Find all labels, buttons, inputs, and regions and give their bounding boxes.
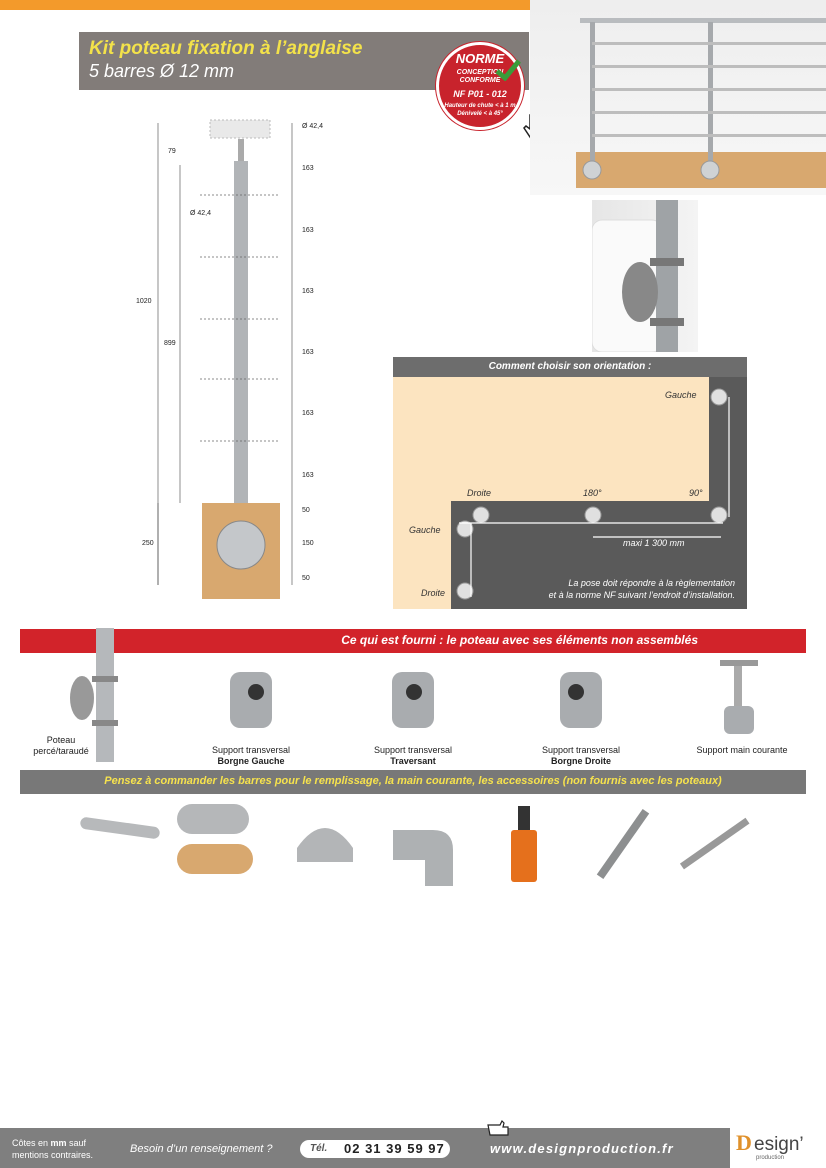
- item-support-droite-l2: Borgne Droite: [550, 756, 611, 766]
- brand-sub: production: [756, 1155, 785, 1161]
- dim-total: 1020: [136, 298, 152, 305]
- dim-r1: 163: [302, 165, 314, 172]
- label-gauche-left: Gauche: [409, 525, 441, 535]
- dim-r3: 163: [302, 288, 314, 295]
- dim-top: 79: [168, 148, 176, 155]
- phone-number: 02 31 39 59 97: [344, 1141, 445, 1156]
- dim-tube: Ø 42,4: [190, 210, 212, 217]
- website-link[interactable]: www.designproduction.fr: [490, 1141, 674, 1156]
- page-title: Kit poteau fixation à l’anglaise: [89, 38, 363, 59]
- brand-logo: D esign’ production: [730, 1128, 826, 1168]
- item-support-main-courante-l1: Support main courante: [696, 745, 788, 755]
- item-support-main-courante: Support main courante: [682, 745, 802, 756]
- item-poteau: Poteau percé/taraudé: [16, 735, 106, 757]
- badge-code: NF P01 - 012: [453, 89, 507, 99]
- order-heading: Pensez à commander les barres pour le re…: [104, 775, 722, 787]
- sand-area-left: [393, 501, 451, 609]
- item-support-gauche-l1: Support transversal: [211, 745, 291, 755]
- brand-d-letter: D: [736, 1130, 752, 1155]
- badge-top: NORME: [455, 51, 505, 66]
- orientation-note1: La pose doit répondre à la règlementatio…: [568, 578, 735, 588]
- fixing-illustration: [591, 200, 684, 353]
- accessories-illustration: [80, 804, 750, 886]
- label-gauche-top: Gauche: [665, 390, 697, 400]
- orientation-heading: Comment choisir son orientation :: [393, 357, 747, 377]
- dim-r5: 163: [302, 410, 314, 417]
- dim-r9: 50: [302, 575, 310, 582]
- check-icon: [495, 59, 521, 81]
- label-droite-left: Droite: [421, 588, 446, 598]
- dim-r2: 163: [302, 227, 314, 234]
- dim-r0: Ø 42,4: [302, 123, 324, 130]
- orientation-panel: Comment choisir son orientation : Gauche…: [393, 357, 747, 609]
- item-support-traversant: Support transversal Traversant: [358, 745, 468, 767]
- supplied-heading: Ce qui est fourni : le poteau avec ses é…: [341, 633, 698, 647]
- post-drawing: [157, 119, 293, 599]
- dim-post: 899: [164, 340, 176, 347]
- post-thumbnail: [66, 628, 126, 762]
- railing-illustration: [576, 18, 826, 188]
- item-support-traversant-l1: Support transversal: [373, 745, 453, 755]
- top-accent-bar: [0, 0, 826, 10]
- order-heading-bar: Pensez à commander les barres pour le re…: [20, 770, 806, 794]
- brand-name: esign’: [754, 1134, 804, 1155]
- handrail-support-thumbnail: [714, 658, 764, 736]
- label-droite: Droite: [467, 488, 492, 498]
- label-90: 90°: [689, 488, 703, 498]
- dim-base: 250: [142, 540, 154, 547]
- orientation-sketch: [456, 388, 730, 600]
- item-support-droite: Support transversal Borgne Droite: [526, 745, 636, 767]
- fixing-photo: [591, 200, 698, 353]
- item-support-gauche-l2: Borgne Gauche: [217, 756, 285, 766]
- footer-question: Besoin d’un renseignement ?: [130, 1143, 273, 1155]
- supplied-heading-bar: Ce qui est fourni : le poteau avec ses é…: [20, 629, 806, 653]
- footer-note-line2: mentions contraires.: [12, 1150, 94, 1160]
- dim-r7: 50: [302, 507, 310, 514]
- item-poteau-l1: Poteau: [46, 735, 76, 745]
- support-traversant-thumbnail: [388, 662, 438, 732]
- orientation-note2: et à la norme NF suivant l’endroit d’ins…: [548, 590, 735, 600]
- item-poteau-l2: percé/taraudé: [33, 746, 89, 756]
- cylinder-illustration: [230, 672, 272, 728]
- norme-badge: NORME CONCEPTION CONFORME NF P01 - 012 H…: [436, 42, 524, 130]
- railing-photo: [530, 0, 826, 195]
- phone-label: Tél.: [310, 1143, 328, 1154]
- label-180: 180°: [583, 488, 602, 498]
- badge-note2: Dénivelé < à 45°: [457, 111, 503, 117]
- badge-mid1: CONCEPTION: [456, 69, 504, 76]
- cylinder-illustration: [560, 672, 602, 728]
- dim-r6: 163: [302, 472, 314, 479]
- footer-note-post: sauf: [66, 1138, 87, 1148]
- footer-note: Côtes en mm sauf mentions contraires.: [12, 1137, 93, 1161]
- post-thumbnail-illustration: [70, 628, 118, 762]
- dim-r8: 150: [302, 540, 314, 547]
- badge-mid2: CONFORME: [459, 77, 501, 84]
- sand-area-top: [393, 377, 709, 501]
- item-support-droite-l1: Support transversal: [541, 745, 621, 755]
- support-droite-thumbnail: [556, 662, 606, 732]
- post-dimension-drawing: Ø 42,4 163 163 163 163 163 163 50 150 50…: [136, 115, 350, 605]
- dim-r4: 163: [302, 349, 314, 356]
- phone-pill[interactable]: Tél. 02 31 39 59 97: [300, 1140, 450, 1158]
- support-gauche-thumbnail: [226, 662, 276, 732]
- item-support-traversant-l2: Traversant: [390, 756, 436, 766]
- badge-note1: Hauteur de chute < à 1 m: [444, 103, 516, 109]
- footer-note-unit: mm: [50, 1138, 67, 1148]
- footer-note-pre: Côtes en: [12, 1138, 51, 1148]
- pointing-hand-icon: [487, 1119, 509, 1136]
- page-subtitle: 5 barres Ø 12 mm: [89, 61, 235, 81]
- item-support-gauche: Support transversal Borgne Gauche: [196, 745, 306, 767]
- cylinder-illustration: [392, 672, 434, 728]
- handrail-support-illustration: [720, 660, 758, 734]
- label-maxi: maxi 1 300 mm: [623, 538, 685, 548]
